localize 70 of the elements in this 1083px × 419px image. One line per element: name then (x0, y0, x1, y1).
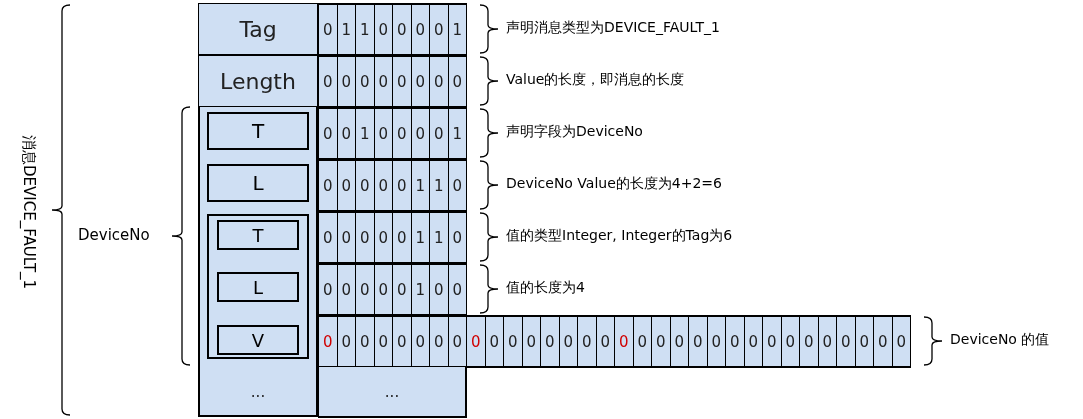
field-box: V (217, 325, 299, 355)
bit-cell: 0 (318, 55, 338, 108)
bit-cell: 0 (355, 55, 375, 108)
bit-cell: 0 (392, 159, 412, 212)
annotation-text: 值的类型Integer, Integer的Tag为6 (506, 227, 733, 245)
bit-cell: 1 (429, 211, 449, 264)
bit-cell: 1 (355, 3, 375, 56)
bit-cell: 0 (355, 211, 375, 264)
bit-cell: 0 (891, 315, 911, 368)
bit-cell: 0 (429, 263, 449, 316)
field-box: L (217, 272, 299, 302)
bit-cell: 1 (355, 107, 375, 160)
bit-cell: 0 (725, 315, 745, 368)
bit-cell: 0 (577, 315, 597, 368)
bit-cell: 0 (669, 315, 689, 368)
bit-cell: 0 (318, 315, 338, 368)
bit-cell: 0 (614, 315, 634, 368)
bit-cell: 0 (595, 315, 615, 368)
annotation-text: 声明字段为DeviceNo (506, 123, 643, 141)
bit-cell: 0 (355, 315, 375, 368)
bit-cell: 0 (743, 315, 763, 368)
bit-cell: 0 (688, 315, 708, 368)
bit-cell: 0 (854, 315, 874, 368)
field-box: T (207, 112, 309, 150)
bit-cell: 0 (429, 3, 449, 56)
bit-cell: 0 (632, 315, 652, 368)
bit-cell: 0 (503, 315, 523, 368)
bit-cell: 0 (873, 315, 893, 368)
bit-cell: 0 (318, 3, 338, 56)
bit-cell: 0 (521, 315, 541, 368)
ellipsis-text: ... (249, 382, 267, 403)
bit-cell: 0 (318, 211, 338, 264)
bit-cell: 0 (318, 107, 338, 160)
bit-cell: 0 (318, 159, 338, 212)
bit-cell: 0 (651, 315, 671, 368)
bit-cell: 0 (355, 263, 375, 316)
bit-cell: 0 (429, 55, 449, 108)
bit-cell: 0 (429, 107, 449, 160)
bit-cell: 0 (762, 315, 782, 368)
bit-cell: 0 (392, 107, 412, 160)
annotation-text: DeviceNo 的值 (950, 331, 1050, 349)
bit-cell: 0 (558, 315, 578, 368)
bit-cell: 0 (318, 263, 338, 316)
field-cell: Length (198, 55, 318, 107)
field-box: L (207, 164, 309, 202)
annotation-text: DeviceNo Value的长度为4+2=6 (506, 175, 722, 193)
bit-cell: 0 (780, 315, 800, 368)
field-name: DeviceNo (78, 226, 150, 244)
bit-cell: 0 (540, 315, 560, 368)
bit-cell: 0 (466, 315, 486, 368)
bit-cell: 1 (429, 159, 449, 212)
bit-cell: 0 (392, 263, 412, 316)
annotation-text: 声明消息类型为DEVICE_FAULT_1 (506, 19, 720, 37)
bit-cell: 0 (392, 211, 412, 264)
bit-cell: 0 (355, 159, 375, 212)
bit-cell: 0 (817, 315, 837, 368)
bit-cell: 0 (484, 315, 504, 368)
bit-cell: 0 (392, 3, 412, 56)
table-cell: ... (318, 367, 467, 418)
bit-cell: 0 (706, 315, 726, 368)
bit-cell: 0 (392, 315, 412, 368)
bit-cell: 0 (799, 315, 819, 368)
annotation-text: Value的长度，即消息的长度 (506, 71, 685, 89)
frame-box (207, 214, 309, 359)
annotation-text: 值的长度为4 (506, 279, 585, 297)
bit-cell: 0 (392, 55, 412, 108)
field-box: T (217, 220, 299, 250)
bit-cell: 0 (836, 315, 856, 368)
bit-cell: 0 (429, 315, 449, 368)
field-cell: Tag (198, 3, 318, 55)
